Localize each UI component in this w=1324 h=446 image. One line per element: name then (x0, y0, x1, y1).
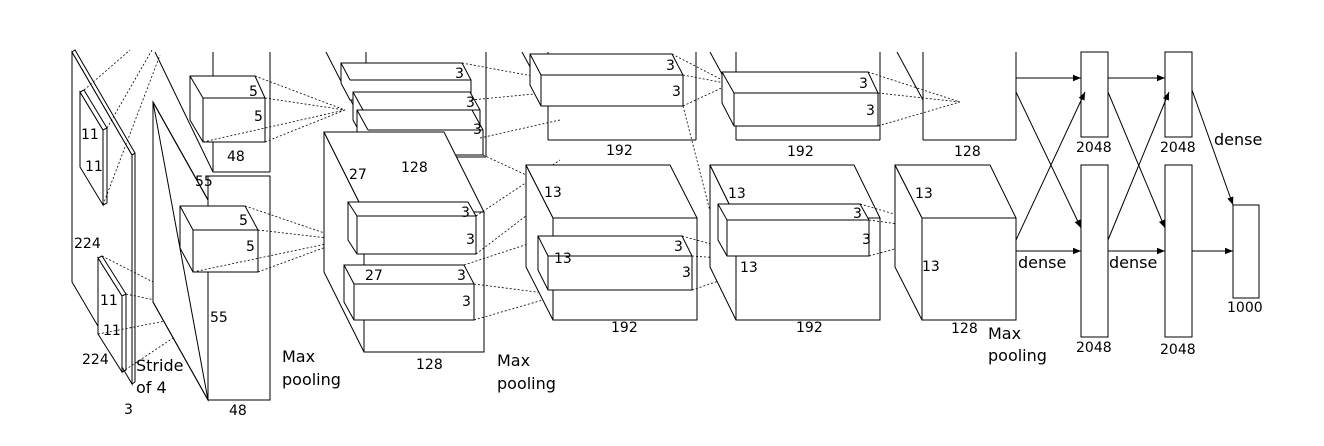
input-size-label: 224 (82, 352, 109, 368)
conv1-size-label: 55 (210, 310, 228, 326)
conv2-bottom-kernel-label: 3 (462, 294, 471, 310)
conv3-size-label: 13 (554, 251, 572, 267)
conv2-top-depth-label: 128 (401, 160, 428, 176)
conv5-size-label: 13 (922, 259, 940, 275)
fc1-size-label: 2048 (1076, 340, 1112, 356)
conv2-bottom-kernel-label: 3 (457, 268, 466, 284)
conv3-bottom-volume (525, 164, 698, 321)
conv2-size-label: 27 (349, 167, 367, 183)
dense-connections (1015, 74, 1234, 255)
pool2-label: Max (497, 351, 530, 370)
conv2-bottom-kernel-label: 3 (461, 205, 470, 221)
conv1-kernel-label: 5 (239, 213, 248, 229)
pool2-label: pooling (497, 374, 556, 393)
conv1-top-depth-label: 48 (227, 149, 245, 165)
conv3-bottom-kernel-label: 3 (674, 239, 683, 255)
stride-label: of 4 (136, 378, 167, 397)
conv1-kernel-label: 5 (249, 84, 258, 100)
conv4-bottom-kernel-label: 3 (853, 206, 862, 222)
fc1-size-label: 2048 (1076, 140, 1112, 156)
conv1-depth-label: 48 (229, 403, 247, 419)
dense-label: dense (1214, 130, 1262, 149)
conv5-size-label: 13 (915, 186, 933, 202)
conv3-top-depth-label: 192 (606, 143, 633, 159)
conv1-size-label: 55 (195, 174, 213, 190)
conv3-bottom-depth-label: 192 (611, 320, 638, 336)
fc2-size-label: 2048 (1160, 342, 1196, 358)
conv4-bottom-volume (709, 164, 881, 321)
conv4-top-volume (709, 51, 881, 141)
conv2-bottom-kernel-label: 3 (466, 232, 475, 248)
conv4-top-kernel-label: 3 (866, 103, 875, 119)
conv2-size-label: 27 (365, 268, 383, 284)
conv4-top-depth-label: 192 (787, 144, 814, 160)
conv3-top-kernel-label: 3 (666, 58, 675, 74)
conv1-kernel-label: 5 (254, 109, 263, 125)
output-layer (1232, 204, 1260, 299)
dense-label: dense (1109, 253, 1157, 272)
input-depth-label: 3 (124, 402, 133, 418)
conv4-bottom-kernel-label: 3 (862, 232, 871, 248)
conv4-top-kernel-label: 3 (859, 76, 868, 92)
pool1-label: pooling (282, 370, 341, 389)
conv4-size-label: 13 (740, 260, 758, 276)
conv2-bottom-depth-label: 128 (416, 357, 443, 373)
conv3-top-kernel-label: 3 (672, 84, 681, 100)
conv3-size-label: 13 (544, 185, 562, 201)
conv5-bottom-volume (894, 164, 1017, 321)
pool1-label: Max (282, 347, 315, 366)
conv1-bottom-volume (152, 100, 271, 402)
fc1-bottom (1080, 164, 1109, 338)
conv2-bottom-volume (323, 131, 485, 353)
conv2-top-kernel-label: 3 (455, 66, 464, 82)
conv1-kernel-label: 5 (246, 239, 255, 255)
stride-label: Stride (136, 356, 183, 375)
kernel-size-label: 11 (103, 323, 121, 339)
conv3-bottom-kernel-label: 3 (682, 265, 691, 281)
fc2-bottom (1164, 164, 1193, 338)
input-volume (71, 49, 136, 386)
conv2-top-kernel-label: 3 (473, 122, 482, 138)
conv5-top-volume (896, 51, 1017, 141)
dense-label: dense (1018, 253, 1066, 272)
input-size-label: 224 (74, 236, 101, 252)
pool3-label: pooling (988, 346, 1047, 365)
kernel-size-label: 11 (81, 127, 99, 143)
conv5-top-depth-label: 128 (954, 144, 981, 160)
conv4-bottom-depth-label: 192 (796, 320, 823, 336)
kernel-size-label: 11 (100, 293, 118, 309)
pool3-label: Max (988, 324, 1021, 343)
conv4-size-label: 13 (728, 186, 746, 202)
kernel-size-label: 11 (85, 159, 103, 175)
output-size-label: 1000 (1227, 300, 1263, 316)
labels: 224 224 3 11 11 11 11 Stride of 4 55 55 … (74, 58, 1263, 419)
fc2-size-label: 2048 (1160, 140, 1196, 156)
fc2-top (1164, 51, 1193, 138)
conv5-bottom-depth-label: 128 (951, 321, 978, 337)
fc1-top (1080, 51, 1109, 138)
conv2-top-kernel-label: 3 (466, 95, 475, 111)
